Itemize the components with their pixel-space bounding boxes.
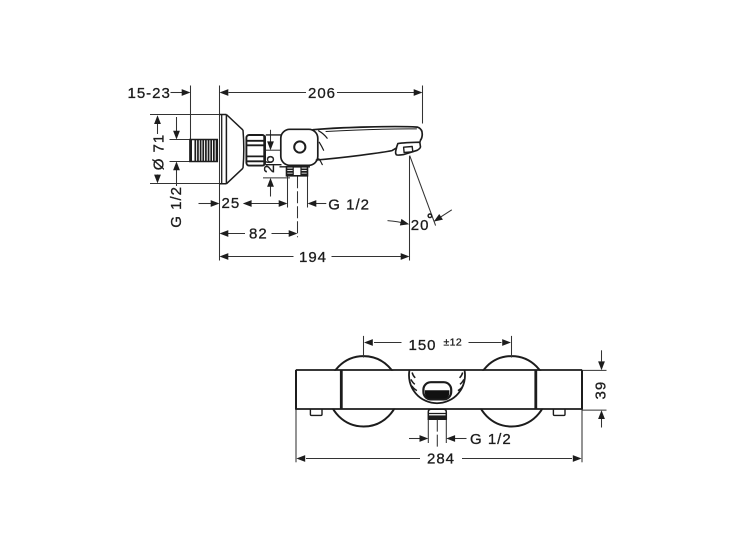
svg-text:39: 39 bbox=[592, 381, 609, 400]
svg-text:150: 150 bbox=[409, 337, 437, 354]
svg-text:G 1/2: G 1/2 bbox=[470, 431, 512, 448]
svg-text:284: 284 bbox=[427, 451, 455, 468]
svg-text:25: 25 bbox=[222, 195, 241, 212]
svg-text:G 1/2: G 1/2 bbox=[168, 186, 185, 228]
svg-text:Ø 71: Ø 71 bbox=[150, 134, 167, 171]
svg-text:G 1/2: G 1/2 bbox=[328, 196, 370, 213]
svg-text:20: 20 bbox=[411, 217, 430, 234]
svg-text:82: 82 bbox=[249, 226, 268, 243]
svg-text:±12: ±12 bbox=[444, 337, 463, 349]
svg-text:15-23: 15-23 bbox=[128, 85, 171, 102]
svg-text:206: 206 bbox=[308, 85, 336, 102]
svg-text:194: 194 bbox=[299, 249, 327, 266]
